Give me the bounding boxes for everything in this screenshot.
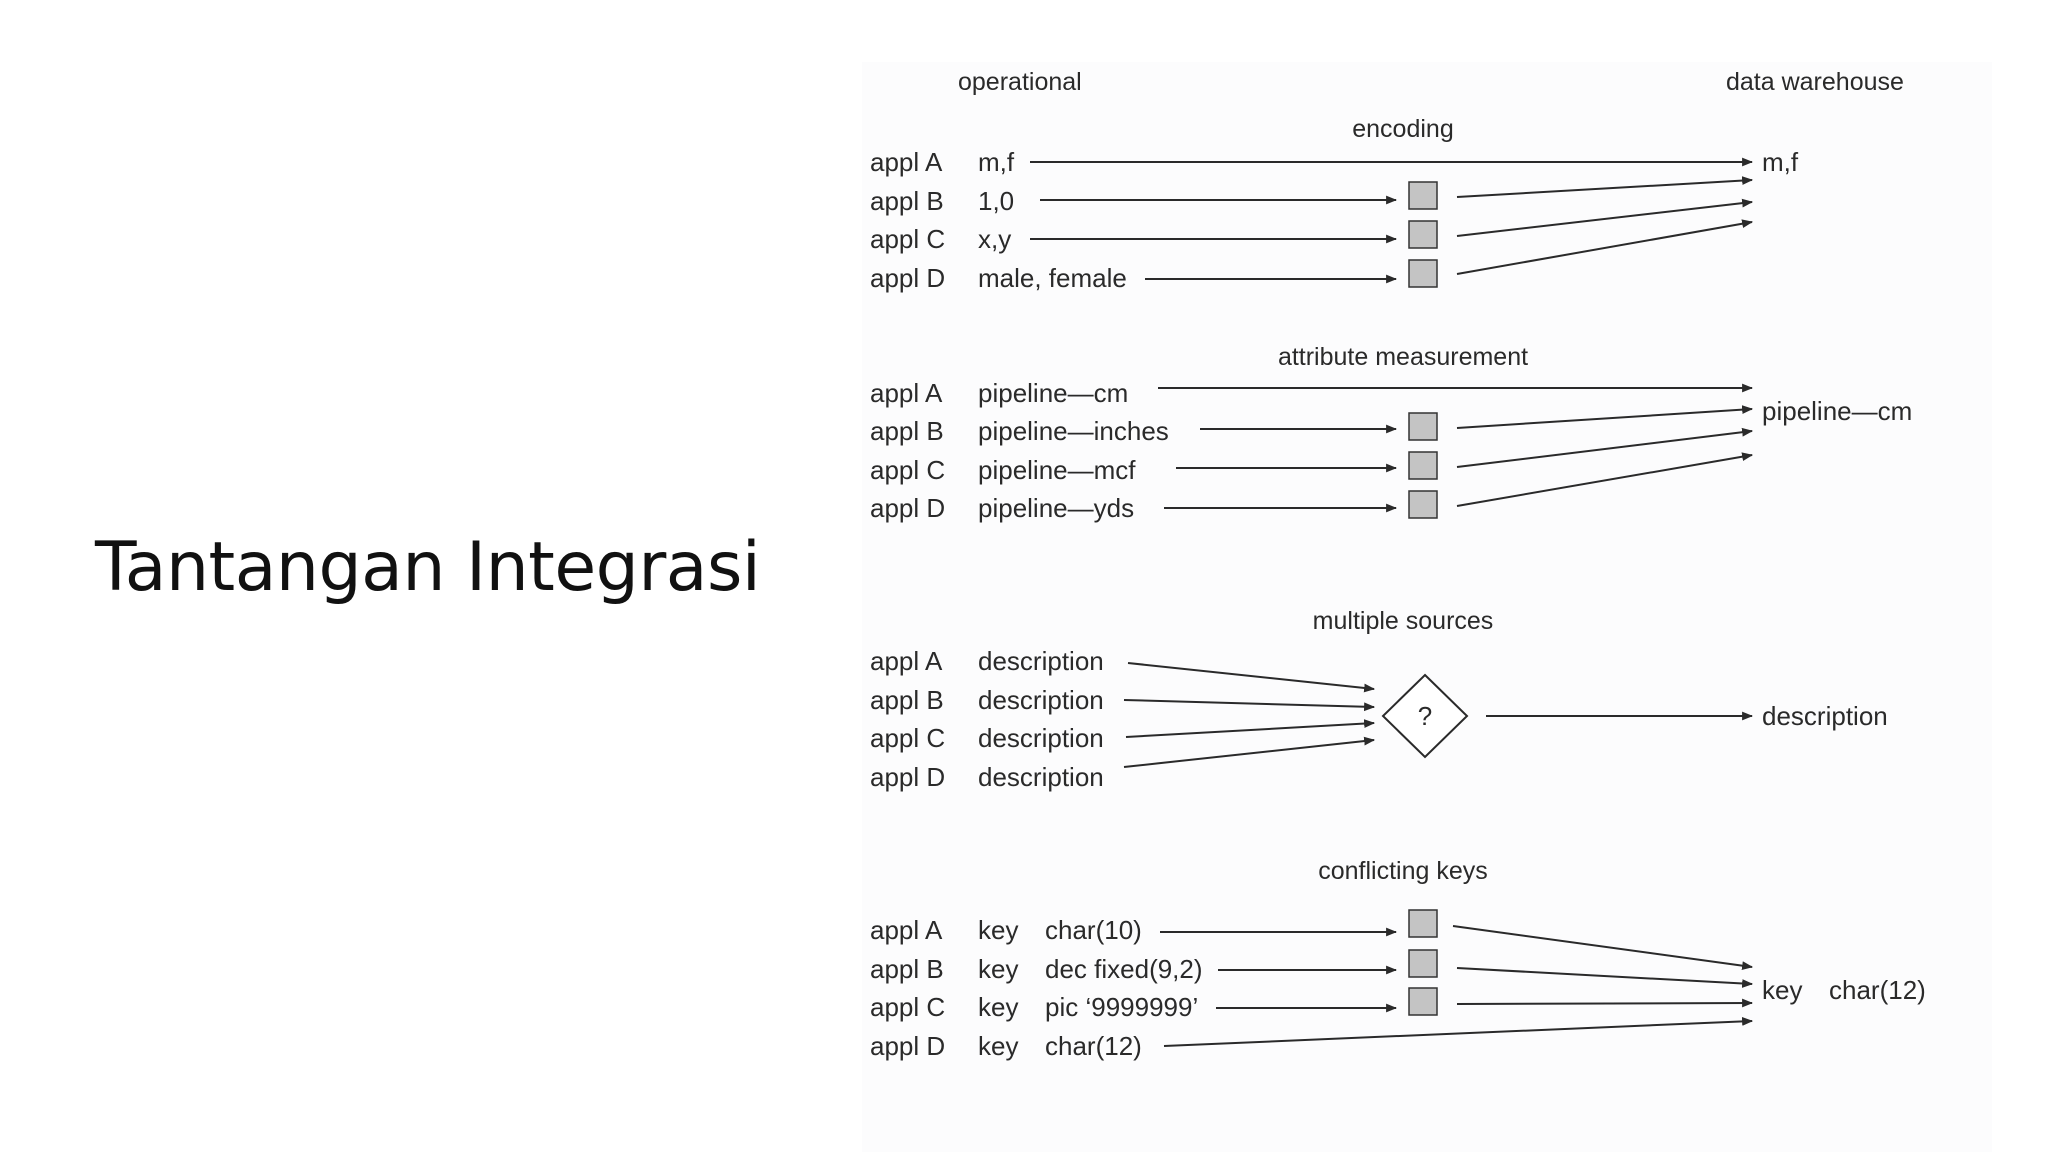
measurement-value: pipeline—mcf [978, 455, 1136, 485]
source-value: description [978, 685, 1104, 715]
key-type: pic ‘9999999’ [1045, 992, 1198, 1022]
app-label: appl D [870, 762, 945, 792]
encoding-value: x,y [978, 224, 1011, 254]
source-value: description [978, 723, 1104, 753]
arrow [1456, 405, 1754, 429]
section-encoding: encoding appl A m,f appl B 1,0 appl C x,… [870, 115, 1799, 293]
measurement-value: pipeline—cm [978, 378, 1128, 408]
app-label: appl C [870, 455, 945, 485]
key-type: char(10) [1045, 915, 1142, 945]
key-type: char(12) [1045, 1031, 1142, 1061]
source-value: description [978, 762, 1104, 792]
encoding-value: m,f [978, 147, 1015, 177]
app-label: appl C [870, 224, 945, 254]
section-title-attribute-measurement: attribute measurement [1278, 343, 1528, 371]
arrow [1452, 925, 1754, 971]
decision-symbol: ? [1418, 701, 1432, 731]
transform-box [1408, 909, 1438, 938]
slide-title: Tantangan Integrasi [95, 528, 761, 607]
transform-box [1408, 949, 1438, 978]
app-label: appl C [870, 723, 945, 753]
measurement-value: pipeline—inches [978, 416, 1169, 446]
arrow [1125, 719, 1376, 738]
arrow [1456, 219, 1754, 275]
result-multiple-sources: description [1762, 701, 1888, 731]
app-label: appl A [870, 378, 943, 408]
measurement-value: pipeline—yds [978, 493, 1134, 523]
app-label: appl B [870, 186, 944, 216]
arrow [1163, 1017, 1754, 1047]
arrow [1123, 699, 1376, 712]
result-encoding: m,f [1762, 147, 1799, 177]
header-data-warehouse: data warehouse [1726, 68, 1904, 96]
section-title-multiple-sources: multiple sources [1313, 607, 1494, 635]
app-label: appl D [870, 1031, 945, 1061]
section-multiple-sources: multiple sources appl A description appl… [870, 607, 1888, 792]
key-type: dec fixed(9,2) [1045, 954, 1203, 984]
arrow [1456, 452, 1754, 507]
arrow [1456, 176, 1754, 198]
result-attribute-measurement: pipeline—cm [1762, 396, 1912, 426]
section-attribute-measurement: attribute measurement appl A pipeline—cm… [870, 343, 1912, 523]
source-value: description [978, 646, 1104, 676]
app-label: appl C [870, 992, 945, 1022]
key-label: key [978, 954, 1018, 984]
app-label: appl D [870, 493, 945, 523]
arrow [1456, 998, 1754, 1008]
encoding-value: 1,0 [978, 186, 1014, 216]
app-label: appl A [870, 147, 943, 177]
app-label: appl A [870, 646, 943, 676]
arrow [1456, 967, 1754, 988]
arrow [1456, 198, 1754, 237]
transform-box [1408, 451, 1438, 480]
header-operational: operational [958, 68, 1082, 96]
transform-box [1408, 259, 1438, 288]
app-label: appl D [870, 263, 945, 293]
section-title-conflicting-keys: conflicting keys [1318, 857, 1488, 885]
result-key-type: char(12) [1829, 975, 1926, 1005]
arrow [1456, 427, 1754, 468]
arrow [1127, 662, 1376, 693]
app-label: appl B [870, 954, 944, 984]
transform-box [1408, 412, 1438, 441]
key-label: key [978, 1031, 1018, 1061]
encoding-value: male, female [978, 263, 1127, 293]
section-title-encoding: encoding [1352, 115, 1453, 143]
arrow [1123, 736, 1376, 768]
section-conflicting-keys: conflicting keys appl A key char(10) app… [870, 857, 1926, 1061]
app-label: appl B [870, 416, 944, 446]
app-label: appl A [870, 915, 943, 945]
transform-box [1408, 987, 1438, 1016]
transform-box [1408, 181, 1438, 210]
decision-diamond [1381, 673, 1469, 759]
transform-box [1408, 490, 1438, 519]
app-label: appl B [870, 685, 944, 715]
key-label: key [978, 992, 1018, 1022]
key-label: key [978, 915, 1018, 945]
transform-box [1408, 220, 1438, 249]
result-key-label: key [1762, 975, 1802, 1005]
